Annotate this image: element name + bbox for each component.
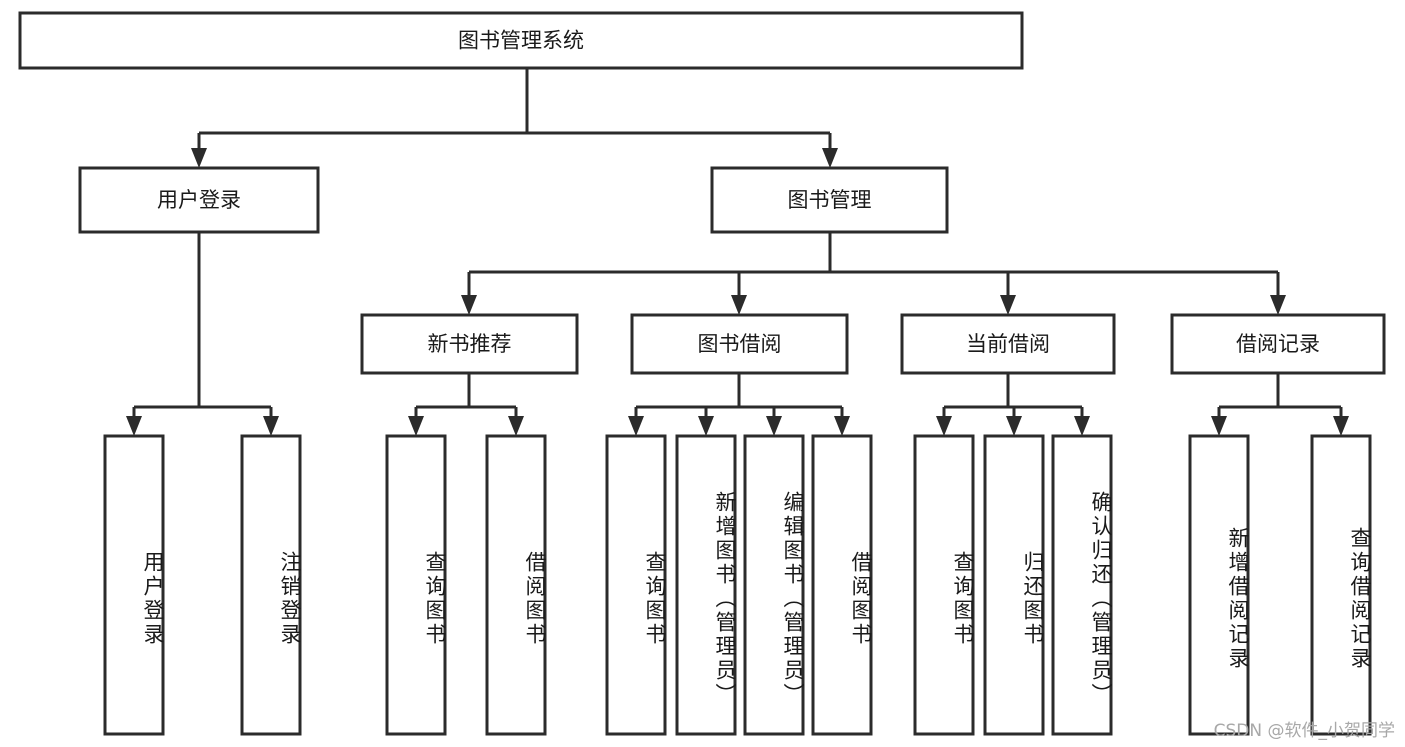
node-leaf-box-10[interactable]: [1051, 434, 1113, 736]
node-level3-label-0: 新书推荐: [428, 332, 512, 356]
node-level3-box-1[interactable]: [630, 313, 849, 375]
arrow-head-icon: [1270, 295, 1286, 315]
node-leaf-box-4[interactable]: [605, 434, 667, 736]
node-leaf-box-3[interactable]: [485, 434, 547, 736]
node-leaf-box-9[interactable]: [983, 434, 1045, 736]
arrow-head-icon: [731, 295, 747, 315]
node-leaf-box-2[interactable]: [385, 434, 447, 736]
arrow-head-icon: [766, 416, 782, 436]
arrow-head-icon: [461, 295, 477, 315]
node-level2-box-0[interactable]: [78, 166, 320, 234]
node-level2-label-0: 用户登录: [157, 188, 241, 212]
arrow-head-icon: [1333, 416, 1349, 436]
arrow-head-icon: [834, 416, 850, 436]
node-leaf-box-12[interactable]: [1310, 434, 1372, 736]
arrow-head-icon: [191, 148, 207, 168]
node-level3-label-3: 借阅记录: [1236, 332, 1320, 356]
arrow-head-icon: [508, 416, 524, 436]
node-level2-box-1[interactable]: [710, 166, 949, 234]
node-leaf-box-5[interactable]: [675, 434, 737, 736]
arrow-head-icon: [822, 148, 838, 168]
node-level3-box-0[interactable]: [360, 313, 579, 375]
node-leaf-box-6[interactable]: [743, 434, 805, 736]
arrow-head-icon: [1006, 416, 1022, 436]
arrow-head-icon: [263, 416, 279, 436]
node-leaf-box-11[interactable]: [1188, 434, 1250, 736]
node-root-box[interactable]: [18, 11, 1024, 70]
node-root-label: 图书管理系统: [458, 29, 584, 53]
arrow-head-icon: [1074, 416, 1090, 436]
node-level3-label-2: 当前借阅: [966, 332, 1050, 356]
arrow-head-icon: [408, 416, 424, 436]
arrow-head-icon: [1000, 295, 1016, 315]
node-level3-box-2[interactable]: [900, 313, 1116, 375]
node-leaf-box-7[interactable]: [811, 434, 873, 736]
arrow-head-icon: [126, 416, 142, 436]
node-leaf-box-0[interactable]: [103, 434, 165, 736]
node-level2-label-1: 图书管理: [788, 188, 872, 212]
arrow-head-icon: [628, 416, 644, 436]
node-leaf-box-8[interactable]: [913, 434, 975, 736]
csdn-watermark: CSDN @软件_小贺同学: [1213, 721, 1395, 741]
connector-edges-layer: [126, 68, 1349, 436]
arrow-head-icon: [698, 416, 714, 436]
arrow-head-icon: [1211, 416, 1227, 436]
node-level3-label-1: 图书借阅: [698, 332, 782, 356]
node-level3-box-3[interactable]: [1170, 313, 1386, 375]
arrow-head-icon: [936, 416, 952, 436]
node-leaf-box-1[interactable]: [240, 434, 302, 736]
